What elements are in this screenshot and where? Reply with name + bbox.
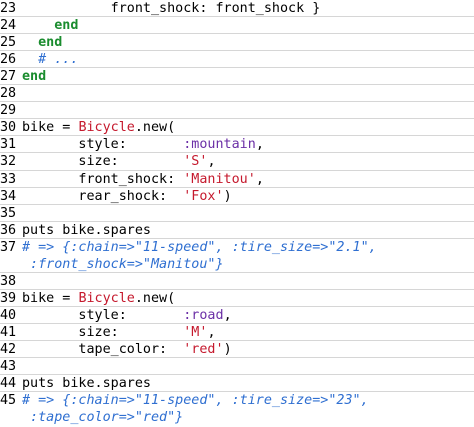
code-token: bike = — [22, 120, 79, 135]
code-token: bike = — [22, 291, 79, 306]
code-line[interactable]: 37 # => {:chain=>"11-speed", :tire_size=>… — [0, 238, 474, 257]
code-token: 'M' — [183, 325, 208, 340]
code-token: :front_shock=>"Manitou"} — [22, 257, 224, 272]
code-token: # => {:chain=>"11-speed", :tire_size=>"2… — [22, 393, 369, 408]
code-token: :mountain — [183, 137, 256, 152]
code-token: , — [207, 325, 216, 340]
code-token: 'Manitou' — [183, 172, 256, 187]
line-number: 33 — [0, 172, 17, 187]
line-number: 42 — [0, 342, 17, 357]
line-number: 36 — [0, 223, 17, 238]
code-token: rear_shock: — [22, 189, 184, 204]
code-line[interactable]: :tape_color=>"red"} — [0, 409, 183, 427]
line-number: 35 — [0, 206, 17, 221]
line-number: 39 — [0, 291, 17, 306]
code-line[interactable]: 26 # ... — [0, 50, 474, 69]
code-token: puts bike.spares — [22, 223, 151, 238]
line-number: 41 — [0, 325, 17, 340]
code-line[interactable]: 39 bike = Bicycle.new( — [0, 289, 474, 308]
code-line[interactable]: 32 size: 'S', — [0, 152, 473, 171]
code-token: .new( — [134, 291, 176, 306]
code-line[interactable]: 43 — [0, 357, 474, 376]
line-number: 28 — [0, 86, 17, 101]
code-token: front_shock: front_shock } — [22, 1, 321, 16]
code-token: Bicycle — [78, 120, 135, 135]
code-line[interactable]: 40 style: :road, — [0, 306, 474, 325]
code-token: , — [255, 137, 264, 152]
code-token: , — [223, 308, 232, 323]
code-token: :road — [183, 308, 224, 323]
code-line[interactable]: 31 style: :mountain, — [0, 135, 474, 154]
code-token: end — [38, 35, 63, 50]
line-number: 29 — [0, 103, 17, 118]
code-line[interactable]: 24 end — [0, 16, 474, 35]
code-line[interactable]: 30 bike = Bicycle.new( — [0, 118, 474, 137]
code-token: :tape_color=>"red"} — [22, 410, 184, 425]
code-line[interactable]: 41 size: 'M', — [0, 323, 473, 342]
line-number: 40 — [0, 308, 17, 323]
line-number: 26 — [0, 52, 17, 67]
code-line[interactable]: 45 # => {:chain=>"11-speed", :tire_size=>… — [0, 391, 474, 410]
code-token: Bicycle — [78, 291, 135, 306]
code-token: end — [54, 18, 79, 33]
line-number: 23 — [0, 1, 17, 16]
code-token — [22, 52, 38, 67]
line-number: 27 — [0, 69, 17, 84]
code-line[interactable]: 33 front_shock: 'Manitou', — [0, 170, 474, 189]
code-token: # => {:chain=>"11-speed", :tire_size=>"2… — [22, 240, 377, 255]
code-token: 'Fox' — [183, 189, 224, 204]
code-token: size: — [22, 154, 184, 169]
code-token: ) — [223, 342, 232, 357]
code-token: 'S' — [183, 154, 208, 169]
code-line[interactable]: 36 puts bike.spares — [0, 221, 474, 240]
code-token: , — [207, 154, 216, 169]
line-number: 24 — [0, 18, 17, 33]
line-number: 30 — [0, 120, 17, 135]
line-number: 38 — [0, 274, 17, 289]
line-number: 44 — [0, 376, 17, 391]
code-token — [22, 18, 54, 33]
code-token: puts bike.spares — [22, 376, 151, 391]
code-token — [22, 35, 38, 50]
code-token: ) — [223, 189, 232, 204]
code-token: .new( — [134, 120, 176, 135]
code-line[interactable]: 34 rear_shock: 'Fox') — [0, 187, 474, 206]
code-token: # ... — [38, 52, 79, 67]
line-number: 34 — [0, 189, 17, 204]
code-line[interactable]: 35 — [0, 204, 474, 223]
code-token: front_shock: — [22, 172, 184, 187]
code-line[interactable]: 27 end — [0, 67, 474, 86]
code-line[interactable]: 44 puts bike.spares — [0, 374, 474, 393]
code-token: style: — [22, 137, 184, 152]
line-number: 31 — [0, 137, 17, 152]
code-line[interactable]: 42 tape_color: 'red') — [0, 340, 474, 359]
code-token: tape_color: — [22, 342, 184, 357]
line-number: 43 — [0, 359, 17, 374]
code-token: 'red' — [183, 342, 224, 357]
code-line[interactable]: 28 — [0, 84, 474, 103]
code-line[interactable]: :front_shock=>"Manitou"} — [0, 256, 224, 274]
code-line[interactable]: 23 front_shock: front_shock } — [0, 0, 320, 18]
code-token: , — [255, 172, 264, 187]
line-number: 45 — [0, 393, 17, 408]
code-line[interactable]: 29 — [0, 101, 474, 120]
code-token: end — [22, 69, 47, 84]
code-line[interactable]: 25 end — [0, 33, 474, 52]
line-number: 25 — [0, 35, 17, 50]
code-token: size: — [22, 325, 184, 340]
code-line[interactable]: 38 — [0, 272, 474, 291]
code-token: style: — [22, 308, 184, 323]
line-number: 37 — [0, 240, 17, 255]
line-number: 32 — [0, 154, 17, 169]
